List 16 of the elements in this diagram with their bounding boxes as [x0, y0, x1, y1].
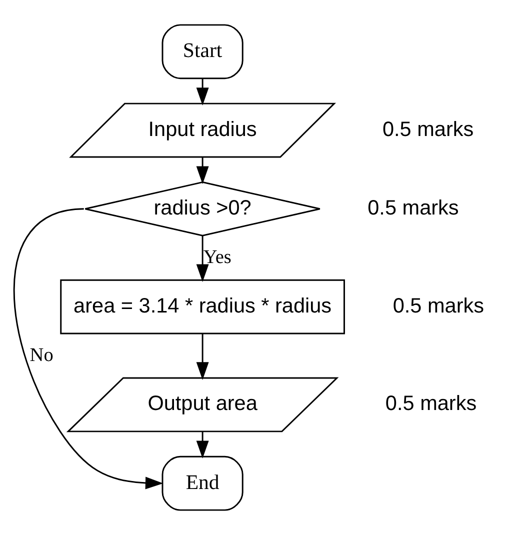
node-diamond: radius >0?	[84, 180, 321, 236]
node-label: 0.5 marks	[392, 294, 484, 317]
node-label: 0.5 marks	[368, 196, 459, 219]
arrow	[196, 78, 209, 105]
arrow	[13, 208, 164, 489]
arrow	[196, 333, 209, 380]
edge-label: Yes	[203, 246, 232, 268]
node-box: area = 3.14 * radius * radius	[60, 278, 345, 334]
arrow	[196, 431, 209, 458]
node-label: 0.5 marks	[382, 117, 474, 140]
node-label: 0.5 marks	[385, 392, 477, 415]
edge-label: No	[30, 344, 54, 366]
node-box: Start	[162, 24, 244, 79]
arrow	[196, 156, 209, 184]
node-box: End	[162, 455, 244, 510]
arrow	[196, 235, 209, 282]
